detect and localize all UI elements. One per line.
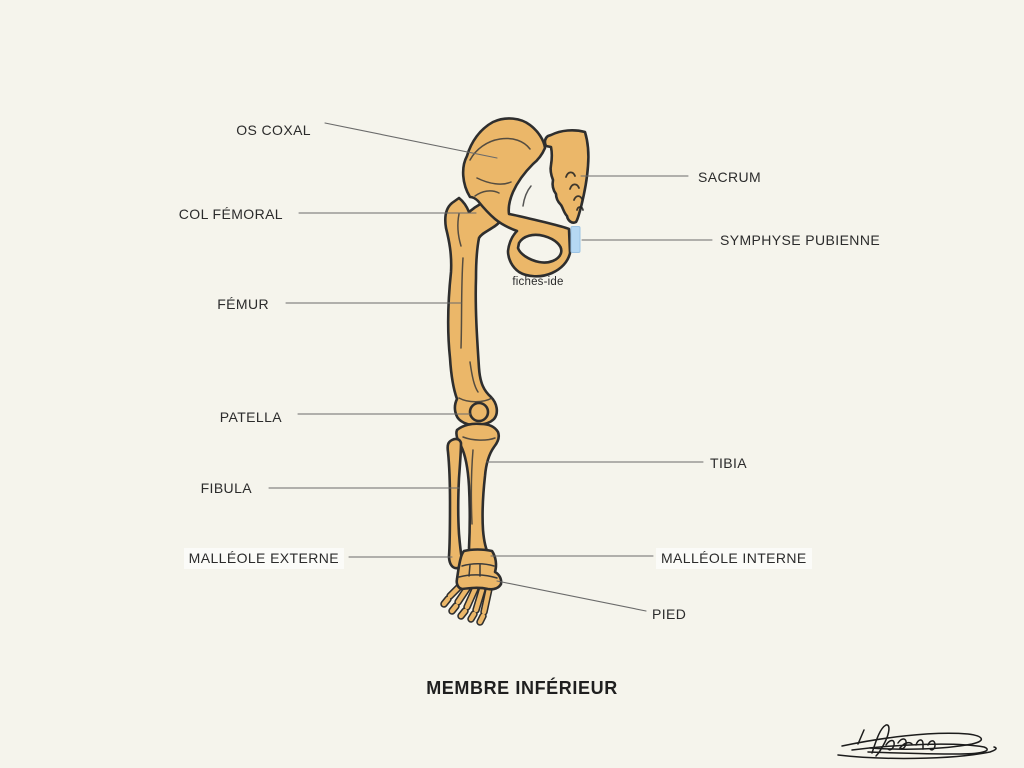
label-tibia: TIBIA — [710, 455, 748, 471]
label-pied: PIED — [652, 606, 687, 622]
bone-detail-lines — [457, 137, 584, 525]
label-symphyse-pubienne: SYMPHYSE PUBIENNE — [720, 232, 881, 248]
label-os-coxal: OS COXAL — [236, 122, 311, 138]
label-sacrum: SACRUM — [698, 169, 762, 185]
os-coxal-bone — [461, 117, 572, 278]
label-malleole-externe: MALLÉOLE EXTERNE — [183, 548, 344, 570]
label-col-femoral: COL FÉMORAL — [178, 206, 283, 222]
tibia-bone — [455, 422, 501, 571]
label-malleole-interne: MALLÉOLE INTERNE — [656, 548, 812, 570]
patella-bone — [468, 401, 490, 423]
symphyse-pubienne-highlight — [570, 226, 581, 253]
femur-bone — [443, 196, 509, 427]
foot-bones — [440, 548, 503, 626]
label-fibula: FIBULA — [200, 480, 252, 496]
diagram-title: MEMBRE INFÉRIEUR — [426, 678, 618, 698]
leader-os-coxal — [324, 122, 498, 159]
label-patella: PATELLA — [219, 409, 282, 425]
leader-pied — [496, 580, 647, 612]
fibula-bone — [446, 437, 464, 570]
watermark-text: fiches-ide — [512, 276, 564, 288]
artist-signature — [837, 724, 997, 760]
label-femur: FÉMUR — [217, 296, 269, 312]
label-leader-lines — [268, 122, 713, 612]
